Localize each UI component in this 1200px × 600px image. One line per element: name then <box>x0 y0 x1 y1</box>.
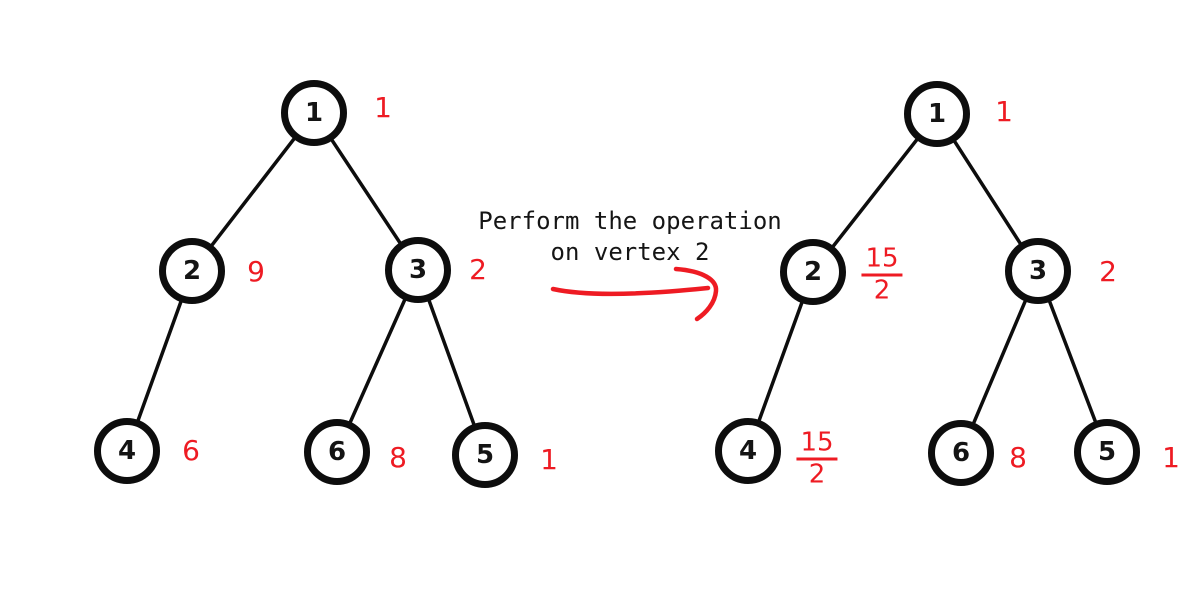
before-cost-node-4: 6 <box>182 434 200 467</box>
before-cost-node-1: 1 <box>374 91 392 124</box>
annotation-line1: Perform the operation <box>478 207 782 235</box>
before-cost-node-2: 9 <box>247 255 265 288</box>
before-node-2: 2 <box>159 238 225 304</box>
after-node-4: 4 <box>715 418 781 484</box>
before-node-5: 5 <box>452 422 518 488</box>
after-cost-node-3: 2 <box>1099 255 1117 288</box>
before-node-3: 3 <box>385 237 451 303</box>
annotation-line2: on vertex 2 <box>550 238 710 266</box>
after-node-2: 2 <box>780 239 846 305</box>
after-cost-node-2: 15 2 <box>861 245 903 306</box>
before-node-6: 6 <box>304 419 370 485</box>
after-cost-node-1: 1 <box>995 95 1013 128</box>
before-cost-node-3: 2 <box>469 253 487 286</box>
fraction-denominator: 2 <box>808 459 826 490</box>
after-node-1: 1 <box>904 81 970 147</box>
hand-drawn-arrow-icon <box>550 266 719 322</box>
before-node-4: 4 <box>94 418 160 484</box>
after-node-5: 5 <box>1074 419 1140 485</box>
after-cost-node-6: 8 <box>1009 441 1027 474</box>
annotation-text: Perform the operation on vertex 2 <box>455 206 805 268</box>
fraction-denominator: 2 <box>873 275 891 306</box>
fraction-numerator: 15 <box>796 429 838 461</box>
before-cost-node-6: 8 <box>389 441 407 474</box>
after-cost-node-4: 15 2 <box>796 429 838 490</box>
after-node-6: 6 <box>928 420 994 486</box>
fraction-numerator: 15 <box>861 245 903 277</box>
before-node-1: 1 <box>281 80 347 146</box>
after-cost-node-5: 1 <box>1162 441 1180 474</box>
before-cost-node-5: 1 <box>540 443 558 476</box>
after-node-3: 3 <box>1005 238 1071 304</box>
